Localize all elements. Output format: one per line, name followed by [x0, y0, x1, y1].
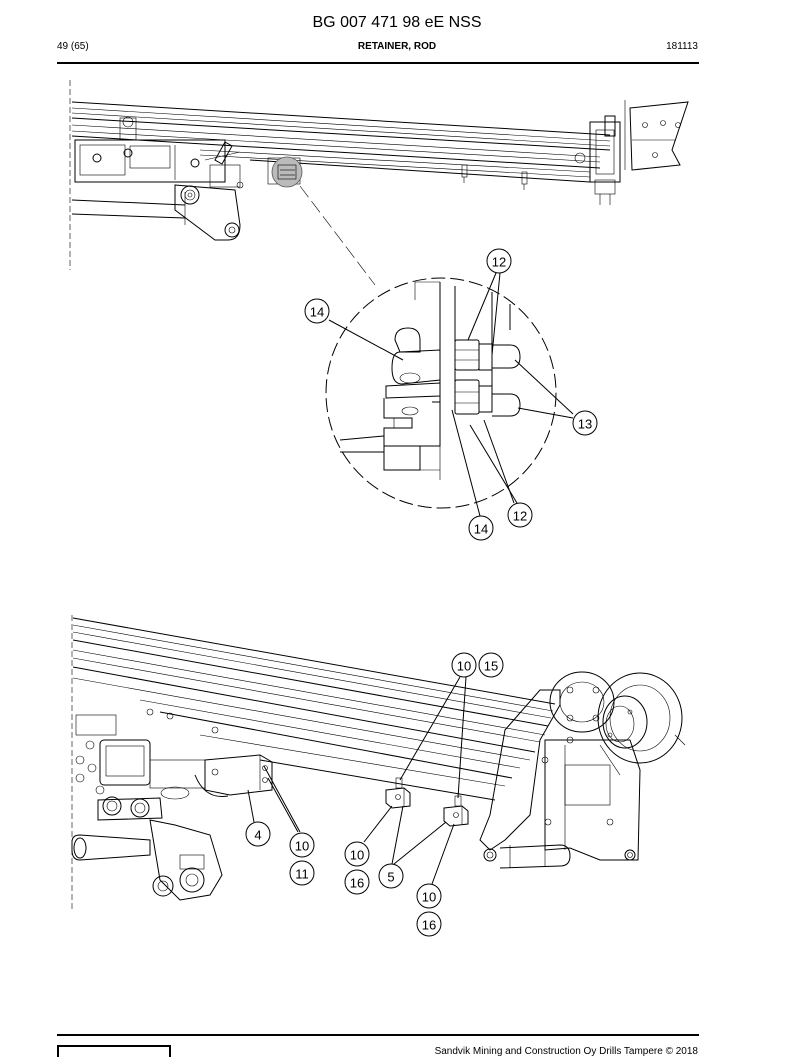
bottom-beam-view — [71, 615, 686, 910]
callout-13: 13 — [572, 410, 598, 436]
svg-text:10: 10 — [457, 659, 471, 674]
page-title: RETAINER, ROD — [357, 41, 437, 52]
callout-10-top: 10 — [451, 652, 477, 678]
svg-text:16: 16 — [350, 876, 364, 891]
footer-copyright: Sandvik Mining and Construction Oy Drill… — [434, 1046, 698, 1057]
svg-text:12: 12 — [492, 255, 506, 270]
callout-14-lower: 14 — [468, 515, 494, 541]
svg-text:10: 10 — [422, 890, 436, 905]
callout-12-upper: 12 — [486, 248, 512, 274]
callout-11: 11 — [289, 860, 315, 886]
svg-text:14: 14 — [474, 522, 488, 537]
bottom-callout-leaders — [247, 676, 467, 885]
company-logo — [57, 1045, 171, 1057]
footer-divider — [57, 1034, 699, 1036]
svg-text:16: 16 — [422, 918, 436, 933]
top-callout-leaders — [328, 272, 574, 517]
callout-10-right: 10 — [416, 883, 442, 909]
svg-text:15: 15 — [484, 659, 498, 674]
header-divider — [57, 62, 699, 64]
callout-16-right: 16 — [416, 911, 442, 937]
callout-12-lower: 12 — [507, 502, 533, 528]
callout-14-upper: 14 — [304, 298, 330, 324]
document-date: 181113 — [666, 41, 698, 52]
callout-10-left: 10 — [289, 832, 315, 858]
svg-text:10: 10 — [350, 848, 364, 863]
page-number: 49 (65) — [57, 41, 89, 52]
document-number: BG 007 471 98 eE NSS — [312, 14, 482, 31]
svg-text:5: 5 — [387, 870, 394, 885]
callout-5: 5 — [378, 863, 404, 889]
callout-15: 15 — [478, 652, 504, 678]
svg-text:12: 12 — [513, 509, 527, 524]
svg-text:10: 10 — [295, 839, 309, 854]
top-beam-view — [69, 80, 689, 270]
svg-text:11: 11 — [295, 867, 309, 882]
svg-text:14: 14 — [310, 305, 324, 320]
callout-10-middle: 10 — [344, 841, 370, 867]
svg-text:4: 4 — [254, 828, 261, 843]
detail-view — [325, 277, 557, 509]
callout-4: 4 — [245, 821, 271, 847]
callout-16-middle: 16 — [344, 869, 370, 895]
svg-text:13: 13 — [578, 417, 592, 432]
